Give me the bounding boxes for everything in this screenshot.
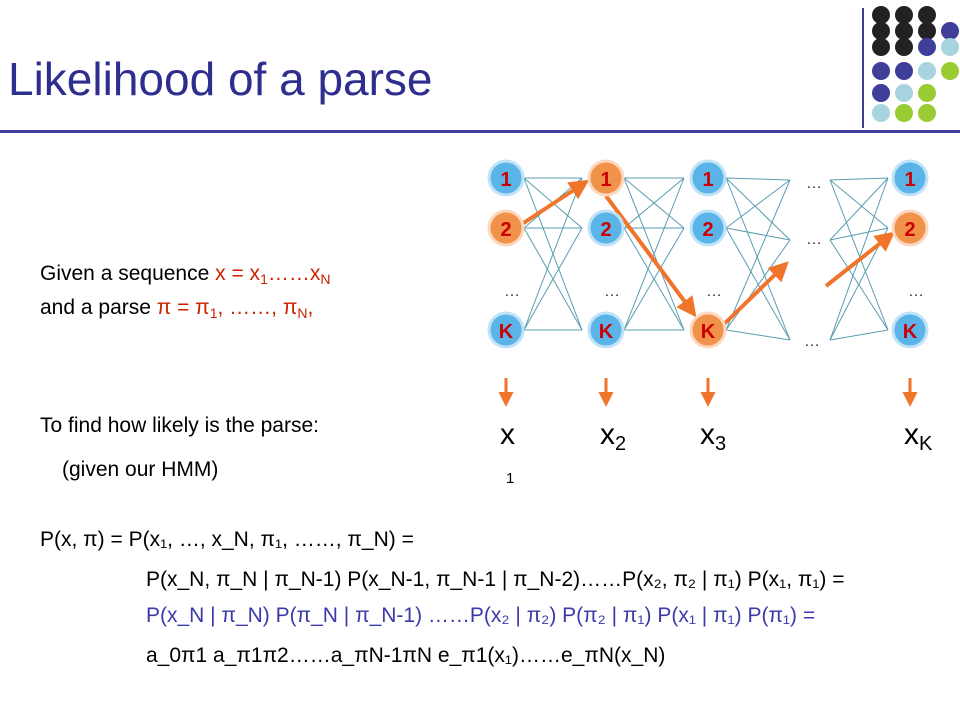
given-parse-line: and a parse π = π1, ……, πN,: [40, 296, 314, 321]
emission-arrows: [498, 378, 918, 407]
state-node-2: [487, 209, 525, 247]
observation-x3: x3: [700, 418, 727, 455]
state-node-2: [689, 209, 727, 247]
grid-dot: [895, 6, 913, 24]
grid-dot: [918, 84, 936, 102]
state-column-3: 1 2 … K: [689, 159, 727, 349]
state-node-1: [689, 159, 727, 197]
grid-dot: [872, 22, 890, 40]
state-node-2: [587, 209, 625, 247]
observation-xk: xK: [904, 418, 933, 455]
state-ellipsis: …: [504, 283, 520, 300]
grid-dot: [918, 62, 936, 80]
grid-dot: [872, 6, 890, 24]
path-arrow: [520, 179, 590, 226]
equation-line-2: P(x_N, π_N | π_N-1) P(x_N-1, π_N-1 | π_N…: [146, 568, 845, 591]
grid-dot: [872, 104, 890, 122]
observation-x2: x2: [600, 418, 627, 455]
state-label: 1: [500, 169, 511, 191]
grid-dot: [941, 38, 959, 56]
state-node-2: [891, 209, 929, 247]
state-column-2: 1 2 … K: [587, 159, 625, 349]
page-title: Likelihood of a parse: [8, 53, 433, 105]
hmm-line: (given our HMM): [62, 458, 219, 481]
state-ellipsis: …: [604, 283, 620, 300]
equation-line-1: P(x, π) = P(x₁, …, x_N, π₁, ……, π_N) =: [40, 528, 414, 551]
observation-x1: x: [500, 418, 515, 451]
grid-dot: [918, 6, 936, 24]
state-node-k: [487, 311, 525, 349]
path-arrow: [720, 261, 789, 328]
grid-dot: [872, 62, 890, 80]
grid-dot: [918, 38, 936, 56]
state-ellipsis: …: [706, 283, 722, 300]
grid-dot: [872, 84, 890, 102]
title-underline: [0, 130, 960, 133]
equation-line-4: a_0π1 a_π1π2……a_πN-1πN e_π1(x₁)……e_πN(x_…: [146, 644, 666, 667]
grid-dot: [895, 84, 913, 102]
state-label: K: [599, 321, 614, 343]
state-label: K: [701, 321, 716, 343]
state-label: 1: [600, 169, 611, 191]
state-label: 2: [500, 219, 511, 241]
grid-dot: [918, 104, 936, 122]
state-node-k: [689, 311, 727, 349]
path-arrow: [604, 194, 697, 318]
state-column-ellipsis: … … …: [804, 175, 822, 350]
state-node-k: [587, 311, 625, 349]
grid-dot: [895, 22, 913, 40]
state-label: 1: [904, 169, 915, 191]
state-label: 1: [702, 169, 713, 191]
state-ellipsis: …: [804, 333, 820, 350]
vertical-divider: [862, 8, 864, 128]
state-node-1: [891, 159, 929, 197]
find-line: To find how likely is the parse:: [40, 414, 319, 437]
state-label: 2: [600, 219, 611, 241]
grid-dot: [895, 38, 913, 56]
observation-x1-sub: 1: [506, 470, 515, 487]
grid-dot: [918, 22, 936, 40]
state-node-k: [891, 311, 929, 349]
parse-path: [520, 179, 896, 328]
grid-dot: [941, 62, 959, 80]
state-label: K: [903, 321, 918, 343]
grid-dot: [895, 62, 913, 80]
state-label: 2: [702, 219, 713, 241]
state-column-n: 1 2 … K: [891, 159, 929, 349]
state-node-1: [587, 159, 625, 197]
path-arrow: [824, 231, 896, 288]
grid-dot: [941, 22, 959, 40]
state-node-1: [487, 159, 525, 197]
transition-edges: [523, 177, 889, 341]
state-ellipsis: …: [908, 283, 924, 300]
state-label: K: [499, 321, 514, 343]
equation-line-3: P(x_N | π_N) P(π_N | π_N-1) ……P(x₂ | π₂)…: [146, 604, 816, 627]
given-sequence-line: Given a sequence x = x1……xN: [40, 262, 331, 287]
state-label: 2: [904, 219, 915, 241]
grid-dot: [872, 38, 890, 56]
grid-dot: [895, 104, 913, 122]
state-ellipsis: …: [806, 231, 822, 248]
state-column-1: 1 2 … K: [487, 159, 525, 349]
state-ellipsis: …: [806, 175, 822, 192]
